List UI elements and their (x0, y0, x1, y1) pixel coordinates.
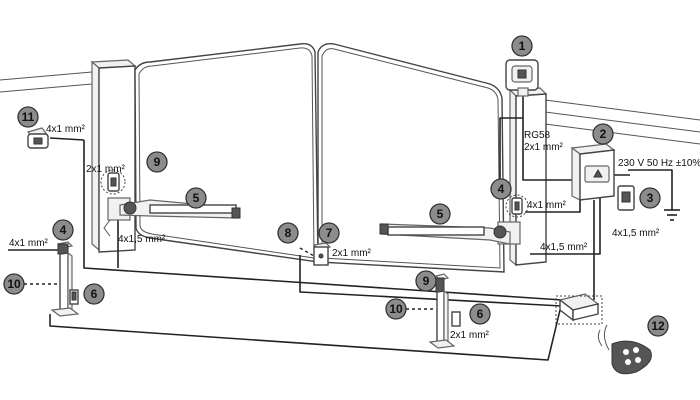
flashing-lamp (505, 59, 539, 97)
callout-11: 11 (17, 106, 39, 128)
svg-text:4: 4 (60, 223, 67, 237)
svg-text:9: 9 (154, 155, 161, 169)
gate-leaf-right (317, 42, 505, 273)
callout-4-left: 4 (52, 219, 74, 241)
label-rg58-sub: 2x1 mm² (524, 142, 564, 153)
label-left-motor-top: 2x1 mm² (86, 164, 126, 175)
label-left-motor-bottom: 4x1,5 mm² (118, 234, 166, 245)
callout-2: 2 (592, 123, 614, 145)
wall-right (544, 99, 700, 145)
label-keyswitch-cable: 2x1 mm² (332, 248, 372, 259)
label-receiver-cable: 4x1 mm² (46, 124, 86, 135)
svg-text:8: 8 (285, 226, 292, 240)
junction-box (555, 293, 603, 325)
control-unit (570, 143, 616, 201)
left-pillar-photocell (100, 169, 126, 195)
remote-control (597, 324, 652, 375)
label-left-post-cable: 4x1 mm² (9, 238, 49, 249)
external-receiver (26, 127, 50, 149)
callout-6-right: 6 (469, 303, 491, 325)
callout-4-right: 4 (490, 178, 512, 200)
control-wiring (8, 96, 680, 300)
svg-text:4: 4 (498, 182, 505, 196)
svg-text:9: 9 (423, 274, 430, 288)
right-photocell-post (428, 273, 461, 349)
svg-text:6: 6 (91, 287, 98, 301)
callout-10-left: 10 (3, 273, 25, 295)
svg-text:5: 5 (437, 207, 444, 221)
svg-text:6: 6 (477, 307, 484, 321)
wall-left (0, 71, 93, 93)
svg-text:1: 1 (519, 39, 526, 53)
label-right-post-cable: 2x1 mm² (450, 330, 490, 341)
svg-text:2: 2 (600, 127, 607, 141)
svg-text:5: 5 (193, 191, 200, 205)
right-actuator (379, 221, 521, 245)
callout-5-left: 5 (185, 187, 207, 209)
label-rg58: RG58 (524, 130, 551, 141)
svg-text:11: 11 (22, 110, 35, 124)
svg-text:3: 3 (647, 191, 654, 205)
svg-text:10: 10 (389, 302, 403, 316)
label-right-photocell: 4x1 mm² (527, 200, 567, 211)
leader-lines (24, 283, 436, 310)
left-pillar (90, 59, 137, 253)
callout-9-right: 9 (415, 270, 437, 292)
callout-6-left: 6 (83, 283, 105, 305)
disconnect-switch (617, 185, 635, 211)
callout-7: 7 (318, 222, 340, 244)
callout-10-right: 10 (385, 298, 407, 320)
callout-9-left: 9 (146, 151, 168, 173)
svg-text:7: 7 (326, 226, 333, 240)
callout-8: 8 (277, 222, 299, 244)
callout-5-right: 5 (429, 203, 451, 225)
label-power-sub: 4x1,5 mm² (612, 228, 660, 239)
key-switch-post (299, 242, 332, 266)
callout-1: 1 (511, 35, 533, 57)
callout-12: 12 (647, 315, 669, 337)
cable-labels: 4x1 mm² 4x1 mm² 2x1 mm² 4x1,5 mm² 2x1 mm… (9, 124, 700, 341)
callout-3: 3 (639, 187, 661, 209)
svg-text:12: 12 (651, 319, 665, 333)
left-photocell-post (50, 241, 80, 317)
label-right-motor: 4x1,5 mm² (540, 242, 588, 253)
label-power: 230 V 50 Hz ±10% (618, 158, 700, 169)
svg-text:10: 10 (7, 277, 21, 291)
right-pillar-photocell (505, 194, 529, 218)
left-actuator (103, 197, 241, 237)
